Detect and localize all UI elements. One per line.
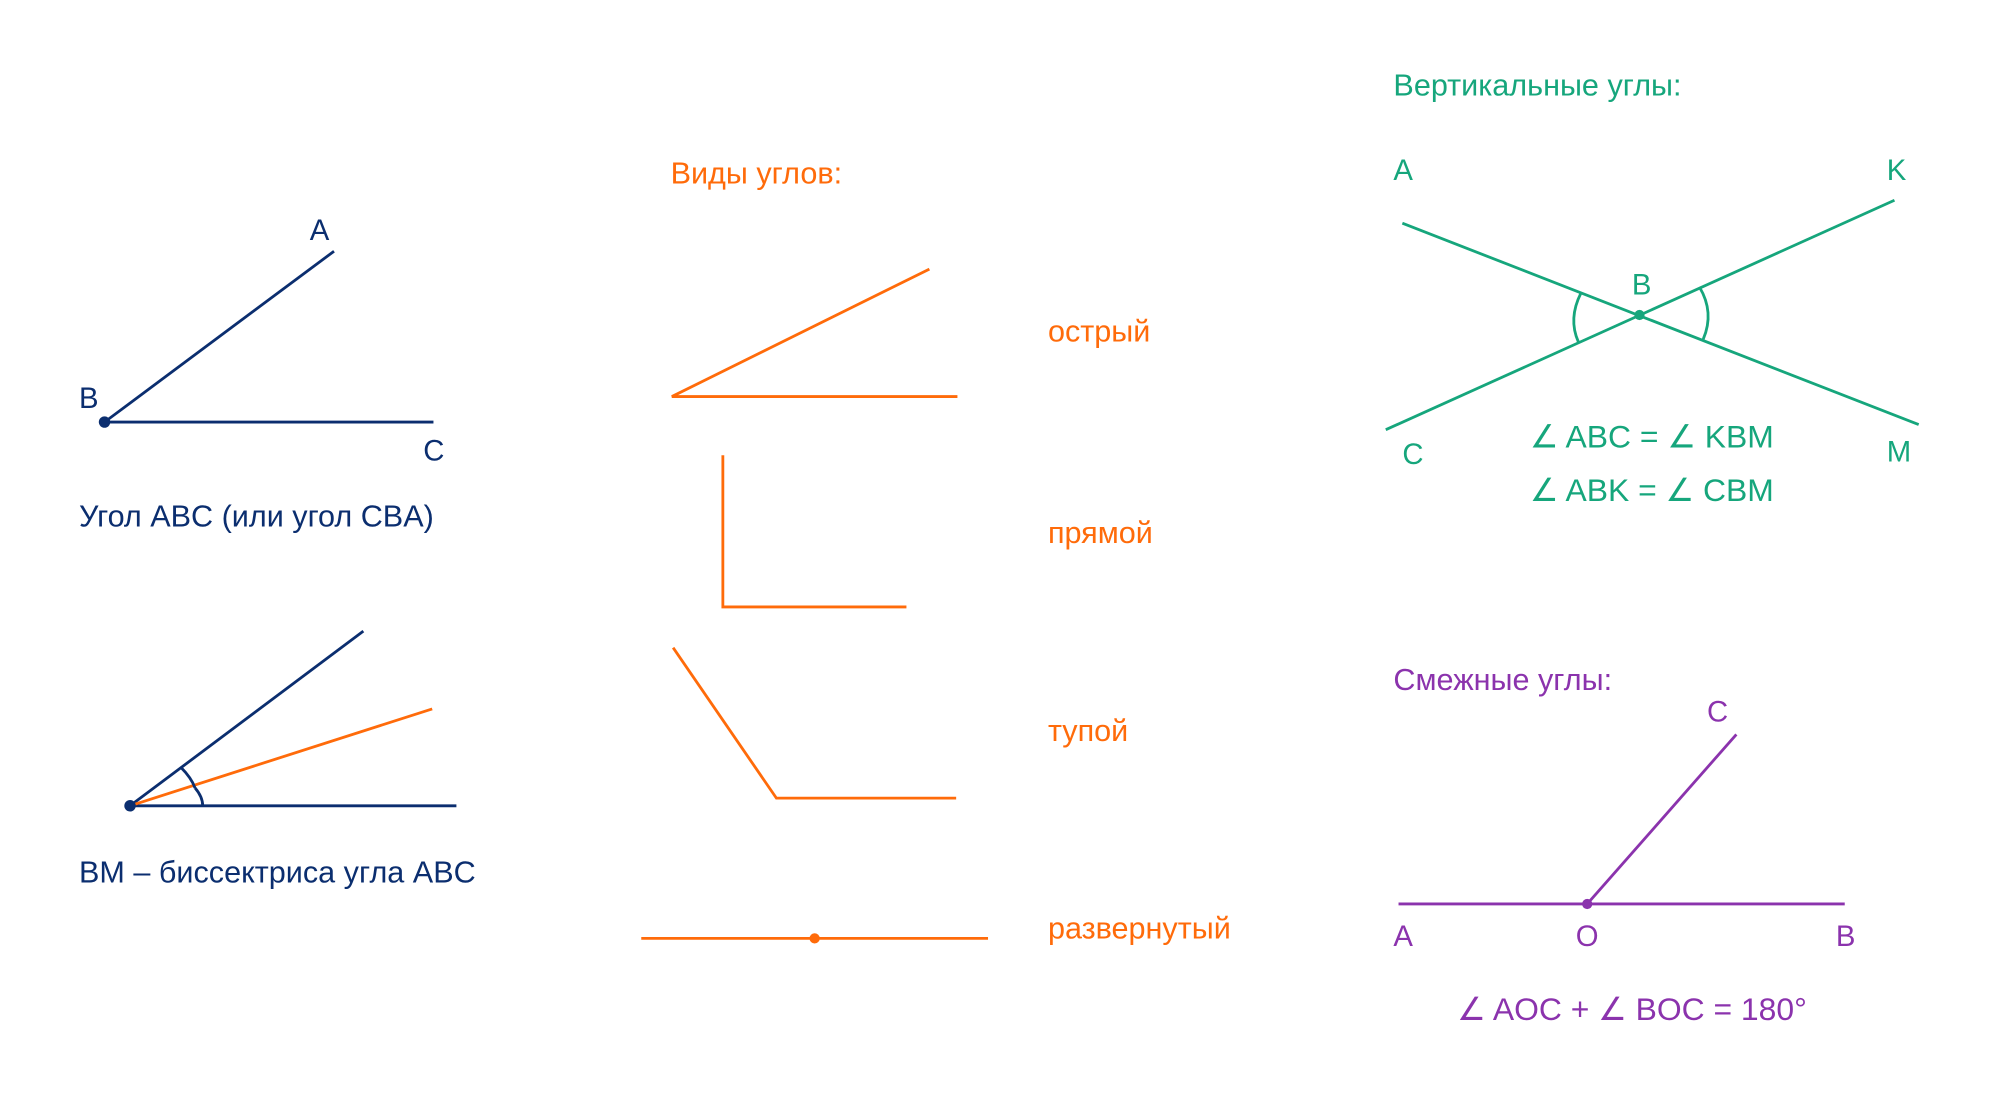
ray-ba (103, 250, 335, 424)
label-k: K (1887, 154, 1907, 187)
label-a: A (310, 214, 330, 247)
ray-oc (1586, 733, 1738, 905)
straight-vertex (809, 933, 820, 944)
angle-arc-left (1572, 292, 1583, 343)
bisector-caption: BM – биссектриса угла ABC (79, 855, 476, 889)
ray-ba (129, 630, 365, 807)
label-a: A (1393, 154, 1413, 187)
label-m: M (1887, 436, 1911, 469)
label-c: C (423, 434, 444, 467)
adjacent-equation: ∠ AOC + ∠ BOC = 180° (1457, 991, 1807, 1027)
angle-arc (180, 766, 197, 789)
label-c: C (1402, 438, 1423, 471)
label-b: B (1632, 269, 1652, 302)
adjacent-title: Смежные углы: (1393, 663, 1612, 697)
acute-label: острый (1048, 315, 1150, 349)
right-angle-shape (721, 455, 907, 609)
adjacent-angles: Смежные углы: C A O B ∠ AOC + ∠ BOC = 18… (1393, 663, 1855, 1027)
vertex-o (1582, 898, 1593, 910)
line-am (1401, 221, 1920, 426)
bisector-ray (129, 707, 433, 808)
acute-angle-shape (671, 267, 958, 398)
vertical-angles: Вертикальные углы: A K B C M ∠ ABC = ∠ K… (1385, 69, 1920, 508)
angle-abc-caption: Угол ABC (или угол CBA) (79, 500, 434, 534)
vertex-b (98, 416, 111, 428)
angle-arc (193, 787, 205, 806)
angle-arc-right (1698, 286, 1710, 340)
obtuse-angle-shape (671, 646, 957, 800)
vertex-b (124, 800, 136, 812)
angle-abc-figure: A B C Угол ABC (или угол CBA) (79, 214, 444, 534)
equation-2: ∠ ABK = ∠ CBM (1530, 472, 1774, 508)
bisector-figure: BM – биссектриса угла ABC (79, 630, 476, 889)
label-c: C (1707, 696, 1728, 729)
obtuse-label: тупой (1048, 714, 1128, 748)
right-label: прямой (1048, 516, 1153, 550)
label-a: A (1393, 920, 1413, 953)
equation-1: ∠ ABC = ∠ KBM (1530, 419, 1774, 455)
label-b: B (1836, 920, 1856, 953)
angle-types: Виды углов: острый прямой тупой разверну… (641, 157, 1231, 945)
vertex-b (1634, 309, 1645, 321)
types-title: Виды углов: (671, 157, 843, 191)
straight-label: развернутый (1048, 911, 1231, 945)
label-o: O (1576, 920, 1599, 953)
vertical-title: Вертикальные углы: (1393, 69, 1681, 103)
label-b: B (79, 382, 99, 415)
